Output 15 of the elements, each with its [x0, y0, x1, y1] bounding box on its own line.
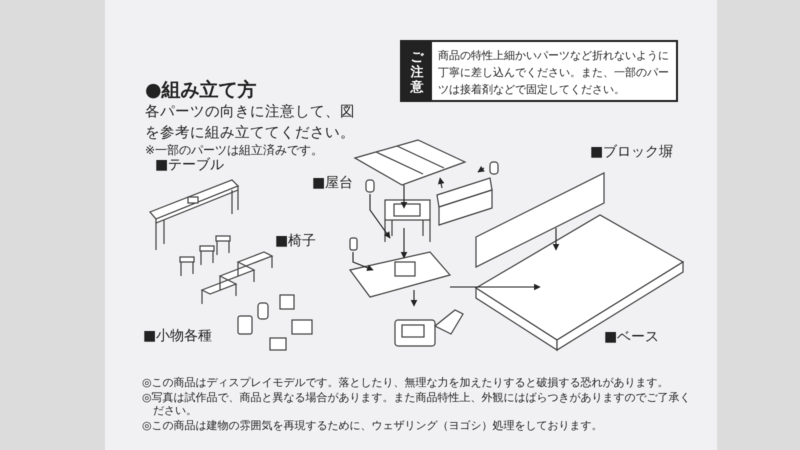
instruction-text: 各パーツの向きに注意して、図を参考に組み立ててください。 — [145, 103, 356, 143]
note: ◎この商品はディスプレイモデルです。落としたり、無理な力を加えたりすると破損する恐れがあります。 — [142, 376, 670, 389]
part-label: ■ベース — [604, 328, 660, 346]
caution-box — [400, 40, 678, 102]
section-heading: ●組み立て方 — [145, 78, 257, 103]
footnote: ※一部のパーツは組立済みです。 — [145, 142, 324, 157]
part-label: ■ブロック塀 — [590, 143, 674, 161]
part-label: ■屋台 — [312, 174, 354, 192]
part-label: ■小物各種 — [143, 327, 212, 345]
part-label: ■テーブル — [155, 156, 224, 174]
note: ◎写真は試作品で、商品と異なる場合があります。また商品特性上、外観にはばらつきがありますのでご了承ください。 — [142, 391, 692, 417]
part-label: ■椅子 — [275, 232, 316, 250]
note: ◎この商品は建物の雰囲気を再現するために、ウェザリング（ヨゴシ）処理をしております。 — [142, 419, 604, 432]
caution-text: 商品の特性上細かいパーツなど折れないように丁寧に差し込んでください。また、一部のパーツは接着剤などで固定してください。 — [438, 48, 670, 98]
caution-heading: ご注意 — [402, 42, 432, 100]
